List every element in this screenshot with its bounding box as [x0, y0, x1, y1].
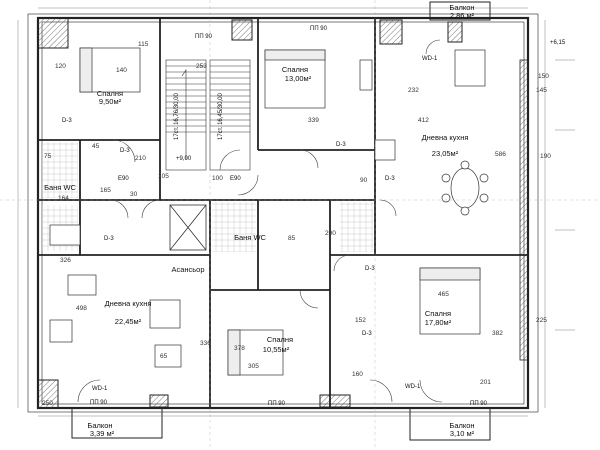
dim-465: 465: [438, 291, 449, 298]
marker-level2: +6,15: [550, 40, 566, 46]
room-name-bedroom-s: Спалня: [267, 335, 293, 344]
marker-d3-f: D-3: [365, 266, 375, 272]
marker-level: +9,00: [176, 156, 192, 162]
room-name-bedroom-se: Спалня: [425, 309, 451, 318]
dim-90: 90: [360, 177, 368, 184]
marker-e90-a: E90: [118, 176, 129, 182]
door-swings: [77, 39, 443, 403]
marker-d3-c: D-3: [336, 142, 346, 148]
marker-d3-d: D-3: [385, 176, 395, 182]
dim-30: 30: [130, 191, 138, 198]
room-area-bedroom-nw: 9,50м²: [99, 97, 122, 106]
dim-586: 586: [495, 151, 506, 158]
dim-326: 326: [60, 257, 71, 264]
marker-pp90-a: ПП 90: [195, 34, 213, 40]
dim-150: 150: [538, 73, 549, 80]
dim-305: 305: [248, 363, 259, 370]
dim-250: 250: [42, 400, 53, 407]
dim-382: 382: [492, 330, 503, 337]
marker-pp90-e: ПП 90: [90, 400, 108, 406]
room-name-bath-c: Баня WC: [234, 233, 266, 242]
dim-105: 105: [158, 173, 169, 180]
dim-210: 210: [135, 155, 146, 162]
marker-d3-e: D-3: [104, 236, 114, 242]
marker-d3-a: D-3: [62, 118, 72, 124]
furniture-living: [49, 49, 489, 368]
room-area-balcony-ne: 2,86 м²: [450, 11, 475, 20]
marker-wd1-a: WD-1: [422, 56, 438, 62]
dim-164: 164: [58, 195, 69, 202]
room-name-bedroom-nw: Спалня: [97, 89, 123, 98]
room-area-bedroom-se: 17,80м²: [425, 318, 452, 327]
dim-412: 412: [418, 117, 429, 124]
room-name-bath-w: Баня WC: [44, 183, 76, 192]
dim-190: 190: [540, 153, 551, 160]
dim-253: 253: [196, 63, 207, 70]
elevator-shaft: [169, 204, 207, 251]
room-name-balcony-se: Балкон: [449, 421, 474, 430]
dim-339: 339: [308, 117, 319, 124]
dimension-lines: [17, 7, 575, 417]
dim-201: 201: [480, 379, 491, 386]
dim-152: 152: [355, 317, 366, 324]
dim-65: 65: [160, 353, 168, 360]
dim-225: 225: [536, 317, 547, 324]
room-area-balcony-se: 3,10 м²: [450, 429, 475, 438]
marker-e90-b: E90: [230, 176, 241, 182]
room-area-living-sw: 22,45м²: [115, 317, 142, 326]
room-name-balcony-sw: Балкон: [87, 421, 112, 430]
room-name-living-sw: Дневна кухня: [105, 299, 152, 308]
dim-85: 85: [288, 235, 296, 242]
dim-120: 120: [55, 63, 66, 70]
dim-498: 498: [76, 305, 87, 312]
staircase: [165, 59, 251, 171]
dim-232: 232: [408, 87, 419, 94]
dim-160: 160: [352, 371, 363, 378]
room-area-bedroom-n: 13,00м²: [285, 74, 312, 83]
room-name-elevator: Асансьор: [171, 265, 204, 274]
marker-pp90-d: ПП 90: [470, 401, 488, 407]
dim-145: 145: [536, 87, 547, 94]
hatched-wall-blocks: [37, 17, 529, 409]
room-area-bedroom-s: 10,55м²: [263, 345, 290, 354]
marker-d3-b: D-3: [120, 148, 130, 154]
dim-336: 336: [200, 340, 211, 347]
room-name-balcony-ne: Балкон: [449, 3, 474, 12]
stair-label-a: 17ст. 16,76/30,00: [174, 93, 180, 140]
room-name-living-ne: Дневна кухня: [422, 133, 469, 142]
balconies: [71, 1, 491, 441]
marker-pp90-c: ПП 90: [268, 401, 286, 407]
stair-label-b: 17ст. 16,45/30,00: [218, 93, 224, 140]
dim-45: 45: [92, 143, 100, 150]
room-name-bedroom-n: Спалня: [282, 65, 308, 74]
interior-walls: [38, 18, 528, 408]
dim-115: 115: [138, 41, 149, 48]
tiled-floors: [42, 142, 373, 252]
dim-140: 140: [116, 67, 127, 74]
room-area-balcony-sw: 3,39 м²: [90, 429, 115, 438]
marker-wd1-c: WD-1: [405, 384, 421, 390]
marker-pp90-b: ПП 90: [310, 26, 328, 32]
room-area-living-ne: 23,05м²: [432, 149, 459, 158]
marker-d3-g: D-3: [362, 331, 372, 337]
furniture-beds: [79, 47, 481, 376]
dim-165: 165: [100, 187, 111, 194]
dim-100: 100: [212, 175, 223, 182]
marker-wd1-b: WD-1: [92, 386, 108, 392]
dim-200: 200: [325, 230, 336, 237]
dim-75: 75: [44, 153, 52, 160]
dim-378: 378: [234, 345, 245, 352]
